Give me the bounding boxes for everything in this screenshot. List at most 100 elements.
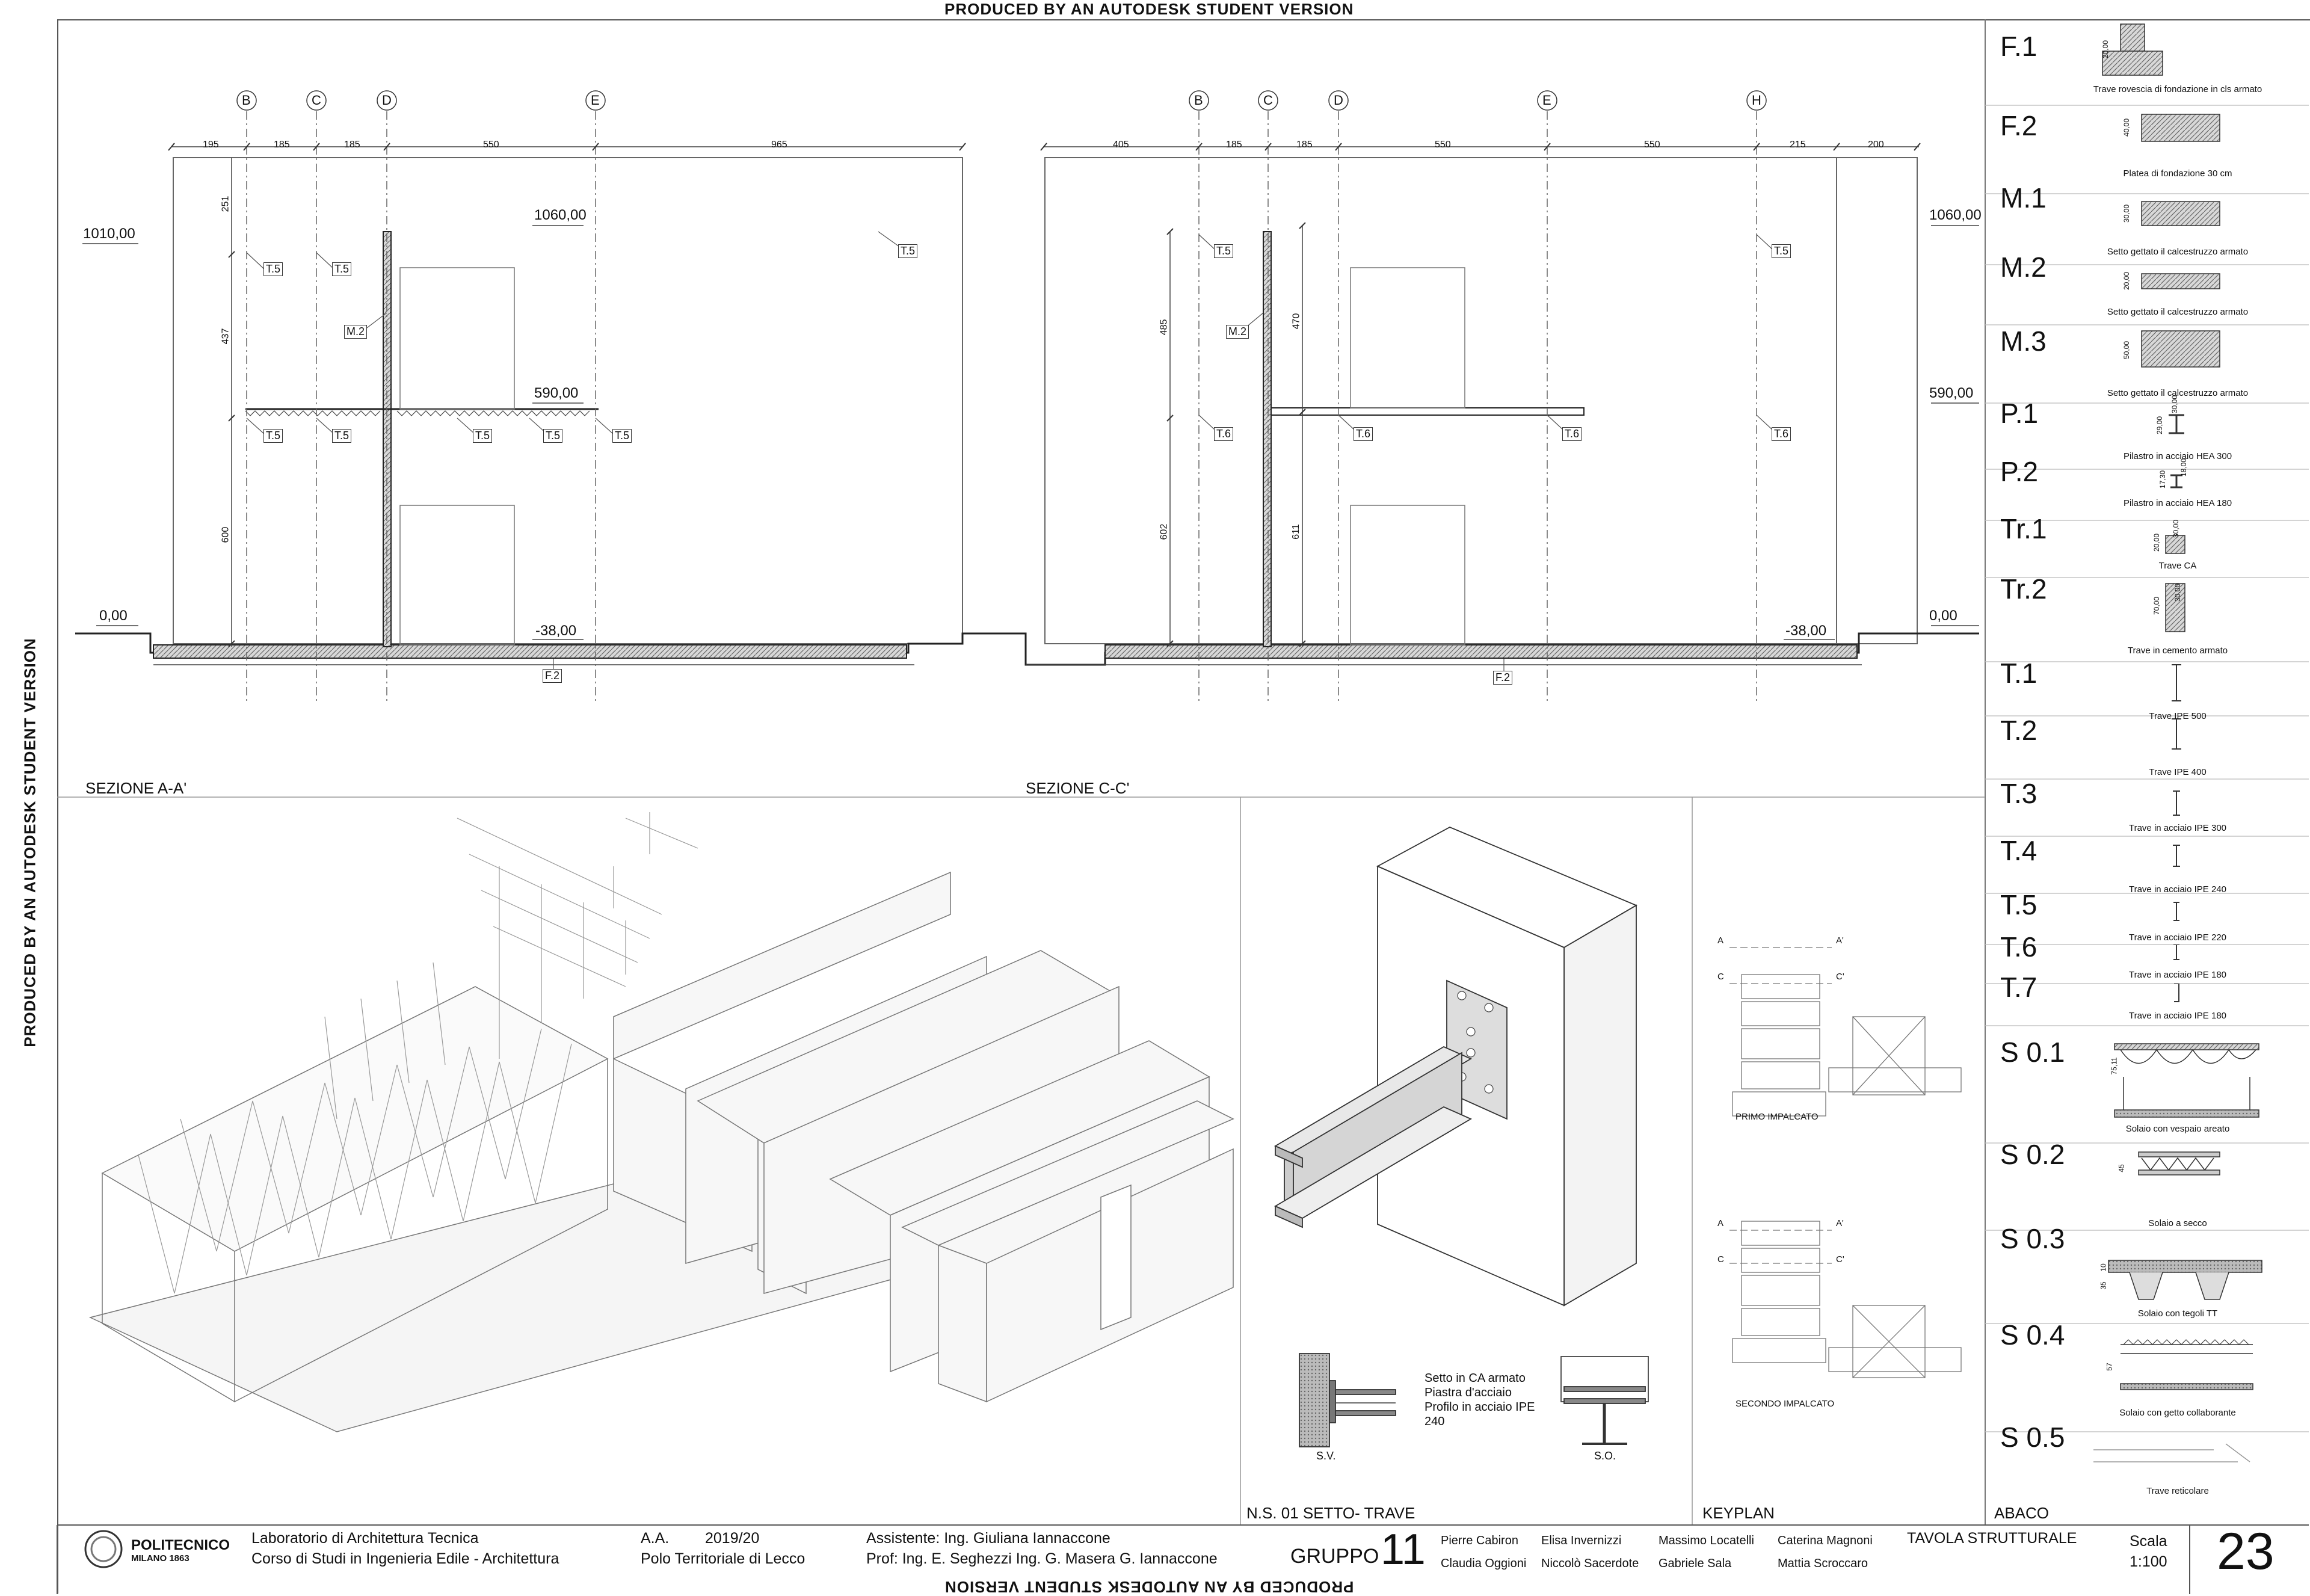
level-label: 0,00 bbox=[99, 608, 128, 624]
abaco-dim-label: 50,00 bbox=[2122, 340, 2131, 360]
detail-title: N.S. 01 SETTO- TRAVE bbox=[1246, 1504, 1415, 1522]
keyplan-cut-a2: A' bbox=[1836, 935, 1844, 946]
abaco-code: T.7 bbox=[2000, 972, 2037, 1003]
keyplan-cut-a: A bbox=[1717, 1218, 1724, 1228]
keyplan-title: KEYPLAN bbox=[1702, 1504, 1775, 1522]
abaco-desc: Setto gettato il calcestruzzo armato bbox=[2107, 247, 2249, 257]
group-number: 11 bbox=[1381, 1526, 1426, 1574]
abaco-code: T.4 bbox=[2000, 835, 2037, 866]
abaco-desc: Trave reticolare bbox=[2146, 1486, 2209, 1496]
course-name: Corso di Studi in Ingenieria Edile - Arc… bbox=[251, 1550, 559, 1567]
assistant: Assistente: Ing. Giuliana Iannaccone bbox=[866, 1530, 1110, 1547]
member: Massimo Locatelli bbox=[1659, 1534, 1754, 1547]
dim-label: 185 bbox=[1226, 140, 1242, 150]
dim-label: 405 bbox=[1113, 140, 1129, 150]
abaco-code: P.1 bbox=[2000, 398, 2039, 429]
abaco-dim-label: 20,00 bbox=[2122, 271, 2131, 291]
scale-label: Scala bbox=[2130, 1533, 2167, 1550]
vdim-label: 437 bbox=[220, 328, 231, 345]
abaco-code: T.5 bbox=[2000, 889, 2037, 920]
abaco-desc: Pilastro in acciaio HEA 180 bbox=[2123, 498, 2232, 508]
abaco-dim-label: 45 bbox=[2117, 1164, 2126, 1172]
abaco-code: Tr.2 bbox=[2000, 573, 2047, 605]
level-label: 0,00 bbox=[1929, 608, 1957, 624]
abaco-dim-label: 20,00 bbox=[2152, 533, 2161, 552]
dim-label: 185 bbox=[274, 140, 290, 150]
professors: Prof: Ing. E. Seghezzi Ing. G. Masera G.… bbox=[866, 1550, 1218, 1567]
tag-t5: T.5 bbox=[612, 429, 632, 443]
vdim-label: 485 bbox=[1159, 319, 1169, 336]
tag-t5: T.5 bbox=[1772, 244, 1791, 258]
campus: Polo Territoriale di Lecco bbox=[641, 1550, 805, 1567]
group-label: GRUPPO bbox=[1290, 1545, 1379, 1568]
abaco-dim-label: 29,00 bbox=[2155, 416, 2164, 435]
abaco-desc: Trave IPE 500 bbox=[2149, 711, 2207, 721]
section-cc-title: SEZIONE C-C' bbox=[1026, 779, 1130, 797]
abaco-code: S 0.1 bbox=[2000, 1037, 2065, 1068]
abaco-desc: Solaio con tegoli TT bbox=[2137, 1308, 2218, 1319]
polimi-seal bbox=[84, 1530, 123, 1568]
abaco-dim-label: 30,00 bbox=[2122, 204, 2131, 223]
tag-f2: F.2 bbox=[1493, 671, 1513, 685]
abaco-dim-label: 35 bbox=[2099, 1281, 2108, 1290]
vdim-label: 251 bbox=[220, 196, 231, 212]
dim-label: 200 bbox=[1868, 140, 1884, 150]
abaco-desc: Trave in acciaio IPE 220 bbox=[2128, 932, 2227, 943]
abaco-dim-label: 57 bbox=[2105, 1363, 2114, 1371]
abaco-desc: Pilastro in acciaio HEA 300 bbox=[2123, 451, 2232, 461]
detail-note: 240 bbox=[1424, 1415, 1445, 1428]
dim-label: 195 bbox=[203, 140, 219, 150]
tag-t5: T.5 bbox=[1214, 244, 1234, 258]
abaco-code: T.6 bbox=[2000, 931, 2037, 963]
abaco-code: F.2 bbox=[2000, 110, 2037, 141]
abaco-code: P.2 bbox=[2000, 456, 2039, 487]
member: Claudia Oggioni bbox=[1441, 1557, 1527, 1570]
member: Niccolò Sacerdote bbox=[1541, 1557, 1639, 1570]
dim-label: 965 bbox=[771, 140, 787, 150]
tag-m2: M.2 bbox=[344, 325, 368, 339]
abaco-dim-label: 30,00 bbox=[2172, 519, 2181, 538]
vdim-label: 600 bbox=[220, 526, 231, 543]
dim-label: 550 bbox=[1435, 140, 1451, 150]
axis-label-h: H bbox=[1752, 93, 1761, 108]
section-aa-title: SEZIONE A-A' bbox=[85, 779, 187, 797]
tag-t5: T.5 bbox=[898, 244, 918, 258]
axis-label-d: D bbox=[382, 93, 392, 108]
keyplan-drawing bbox=[1729, 947, 1962, 1378]
abaco-code: T.2 bbox=[2000, 715, 2037, 746]
member: Caterina Magnoni bbox=[1778, 1534, 1873, 1547]
section-cc-drawing bbox=[981, 90, 1979, 704]
member: Pierre Cabiron bbox=[1441, 1534, 1518, 1547]
tag-t5: T.5 bbox=[332, 429, 352, 443]
dim-label: 215 bbox=[1790, 140, 1806, 150]
keyplan-cut-c: C bbox=[1717, 1254, 1724, 1265]
abaco-desc: Trave in acciaio IPE 180 bbox=[2128, 1011, 2227, 1021]
abaco-dim-label: 20,00 bbox=[2101, 40, 2110, 59]
vdim-label: 611 bbox=[1290, 524, 1301, 540]
tag-t5: T.5 bbox=[332, 262, 352, 276]
detail-ns01-drawing bbox=[1274, 827, 1649, 1447]
tag-t6: T.6 bbox=[1562, 427, 1582, 441]
abaco-desc: Solaio a secco bbox=[2148, 1218, 2207, 1228]
tag-m2: M.2 bbox=[1226, 325, 1249, 339]
axis-label-c: C bbox=[312, 93, 321, 108]
sheet-title: TAVOLA STRUTTURALE bbox=[1907, 1530, 2077, 1547]
axis-label-b: B bbox=[242, 93, 251, 108]
axonometric-drawing bbox=[88, 812, 1234, 1432]
tag-t6: T.6 bbox=[1772, 427, 1791, 441]
abaco-code: S 0.3 bbox=[2000, 1223, 2065, 1254]
abaco-dim-label: 75,11 bbox=[2110, 1057, 2119, 1075]
abaco-desc: Trave CA bbox=[2158, 561, 2197, 571]
abaco-code: Tr.1 bbox=[2000, 513, 2047, 544]
abaco-code: S 0.2 bbox=[2000, 1139, 2065, 1170]
scale-value: 1:100 bbox=[2130, 1553, 2167, 1570]
abaco-desc: Setto gettato il calcestruzzo armato bbox=[2107, 388, 2249, 398]
level-label: -38,00 bbox=[1785, 623, 1827, 639]
abaco-symbols bbox=[1985, 23, 2309, 1462]
detail-note: Profilo in acciaio IPE bbox=[1424, 1400, 1535, 1414]
abaco-code: T.3 bbox=[2000, 778, 2037, 809]
abaco-desc: Trave in acciaio IPE 180 bbox=[2128, 970, 2227, 980]
keyplan-cut-c2: C' bbox=[1836, 972, 1844, 982]
abaco-desc: Solaio con getto collaborante bbox=[2119, 1408, 2236, 1418]
abaco-dim-label: 17,30 bbox=[2158, 470, 2167, 489]
